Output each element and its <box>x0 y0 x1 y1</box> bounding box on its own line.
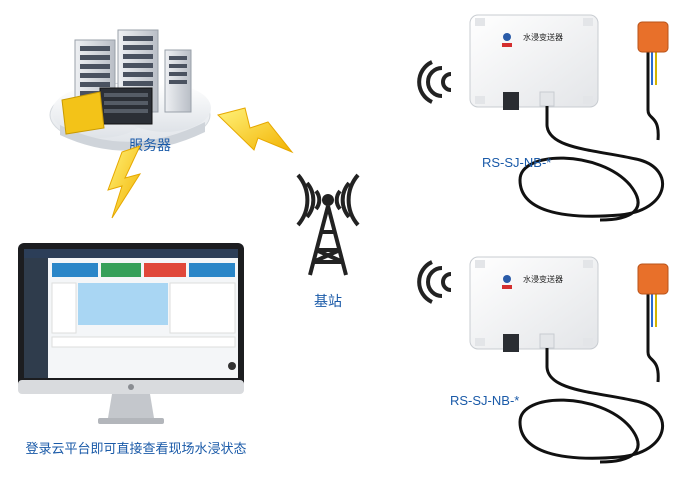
water-sensor-device: 水浸变送器 <box>417 14 669 222</box>
server-label: 服务器 <box>129 138 171 154</box>
device-title: 水浸变送器 <box>523 274 563 284</box>
monitor-caption: 登录云平台即可直接查看现场水浸状态 <box>25 441 246 457</box>
lightning-bolt-icon <box>217 107 294 154</box>
water-sensor-device: 水浸变送器 <box>417 256 669 464</box>
lightning-bolt-icon <box>107 145 142 219</box>
tower-label: 基站 <box>314 293 342 310</box>
monitor-icon <box>18 243 244 424</box>
tower-icon <box>296 173 360 276</box>
device-title: 水浸变送器 <box>523 32 563 42</box>
device-model-label: RS-SJ-NB-* <box>450 393 519 408</box>
server-cluster <box>49 29 211 151</box>
device-model-label: RS-SJ-NB-* <box>482 155 551 170</box>
